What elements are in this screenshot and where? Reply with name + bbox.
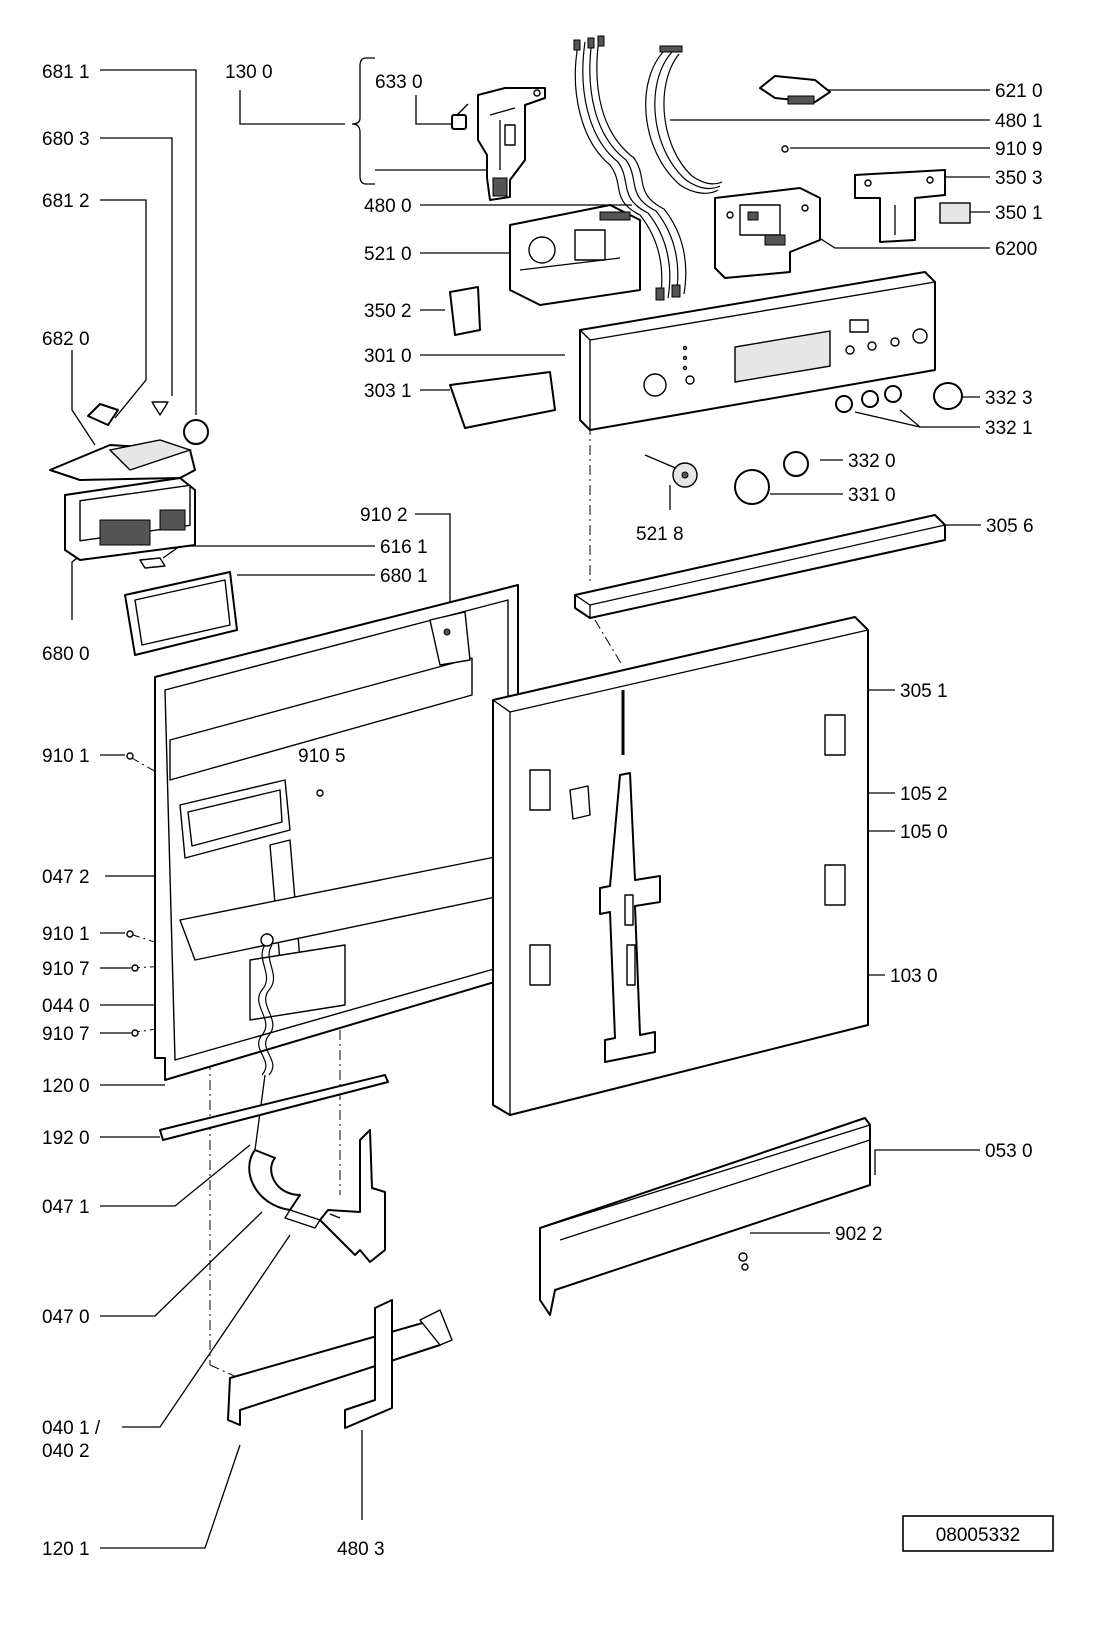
part-labels: 681 1 130 0 633 0 621 0 480 1 680 3 910 … [42,62,1043,1560]
electronic-board-part [509,204,641,306]
label-6803: 680 3 [42,129,90,150]
label-6200: 6200 [995,239,1037,260]
label-6330: 633 0 [375,72,423,93]
control-panel-part [579,271,936,431]
reference-box: 08005332 [902,1515,1054,1552]
label-9102: 910 2 [360,505,408,526]
label-6801: 680 1 [380,566,428,587]
label-9022: 902 2 [835,1224,883,1245]
label-3056: 305 6 [986,516,1034,537]
label-1920: 192 0 [42,1128,90,1149]
screw-part [781,145,789,153]
wire-harness-part [573,35,687,301]
label-0470: 047 0 [42,1307,90,1328]
door-lock-part [477,87,546,201]
label-6161: 616 1 [380,537,428,558]
label-4803: 480 3 [337,1539,385,1560]
label-1052: 105 2 [900,784,948,805]
label-9107a: 910 7 [42,959,90,980]
selector-switch-part [644,454,698,488]
micro-switch-part [451,103,469,130]
label-3031: 303 1 [364,381,412,402]
label-3051: 305 1 [900,681,948,702]
label-6210: 621 0 [995,81,1043,102]
reference-number: 08005332 [936,1525,1021,1546]
bottom-strip-part [539,1117,871,1316]
rail-part [159,1074,389,1141]
label-6800: 680 0 [42,644,90,665]
screws-part [126,752,139,1037]
label-3323: 332 3 [985,388,1033,409]
handle-part [449,371,556,429]
gasket-part [124,571,238,656]
hinge-bracket-part [319,1129,386,1263]
wire-part [645,45,723,194]
label-9105: 910 5 [298,746,346,767]
label-4800: 480 0 [364,196,412,217]
label-5218: 521 8 [636,524,684,545]
outer-door-panel-part [492,616,869,1116]
label-3310: 331 0 [848,485,896,506]
label-1200: 120 0 [42,1076,90,1097]
label-9107b: 910 7 [42,1024,90,1045]
label-3503: 350 3 [995,168,1043,189]
strip-part [574,514,946,619]
label-0472: 047 2 [42,867,90,888]
label-3320: 332 0 [848,451,896,472]
label-6812: 681 2 [42,191,90,212]
label-9101a: 910 1 [42,746,90,767]
label-4801: 480 1 [995,111,1043,132]
label-3321: 332 1 [985,418,1033,439]
knobs-part [734,382,963,505]
label-1201: 120 1 [42,1539,90,1560]
kickplate-part [227,1309,453,1426]
label-0440: 044 0 [42,996,90,1017]
label-6811: 681 1 [42,62,90,83]
mounting-plate-part [569,772,661,1063]
label-3010: 301 0 [364,346,412,367]
label-5210: 521 0 [364,244,412,265]
insulation-part [939,202,971,224]
inner-door-part [154,584,519,1081]
label-9101b: 910 1 [42,924,90,945]
clip-part [449,286,481,336]
hinge-part [248,1149,321,1229]
label-1030: 103 0 [890,966,938,987]
label-1050: 105 0 [900,822,948,843]
label-1300: 130 0 [225,62,273,83]
label-3502: 350 2 [364,301,412,322]
label-6820: 682 0 [42,329,90,350]
label-0401: 040 1 / [42,1418,101,1439]
hook-part [344,1299,393,1429]
label-0530: 053 0 [985,1141,1033,1162]
connector-part [759,75,831,105]
control-module-part [714,187,821,279]
label-3501: 350 1 [995,203,1043,224]
bracket-part [854,169,946,243]
dispenser-part [49,401,209,569]
label-9109: 910 9 [995,139,1043,160]
label-0402: 040 2 [42,1441,90,1462]
label-0471: 047 1 [42,1197,90,1218]
